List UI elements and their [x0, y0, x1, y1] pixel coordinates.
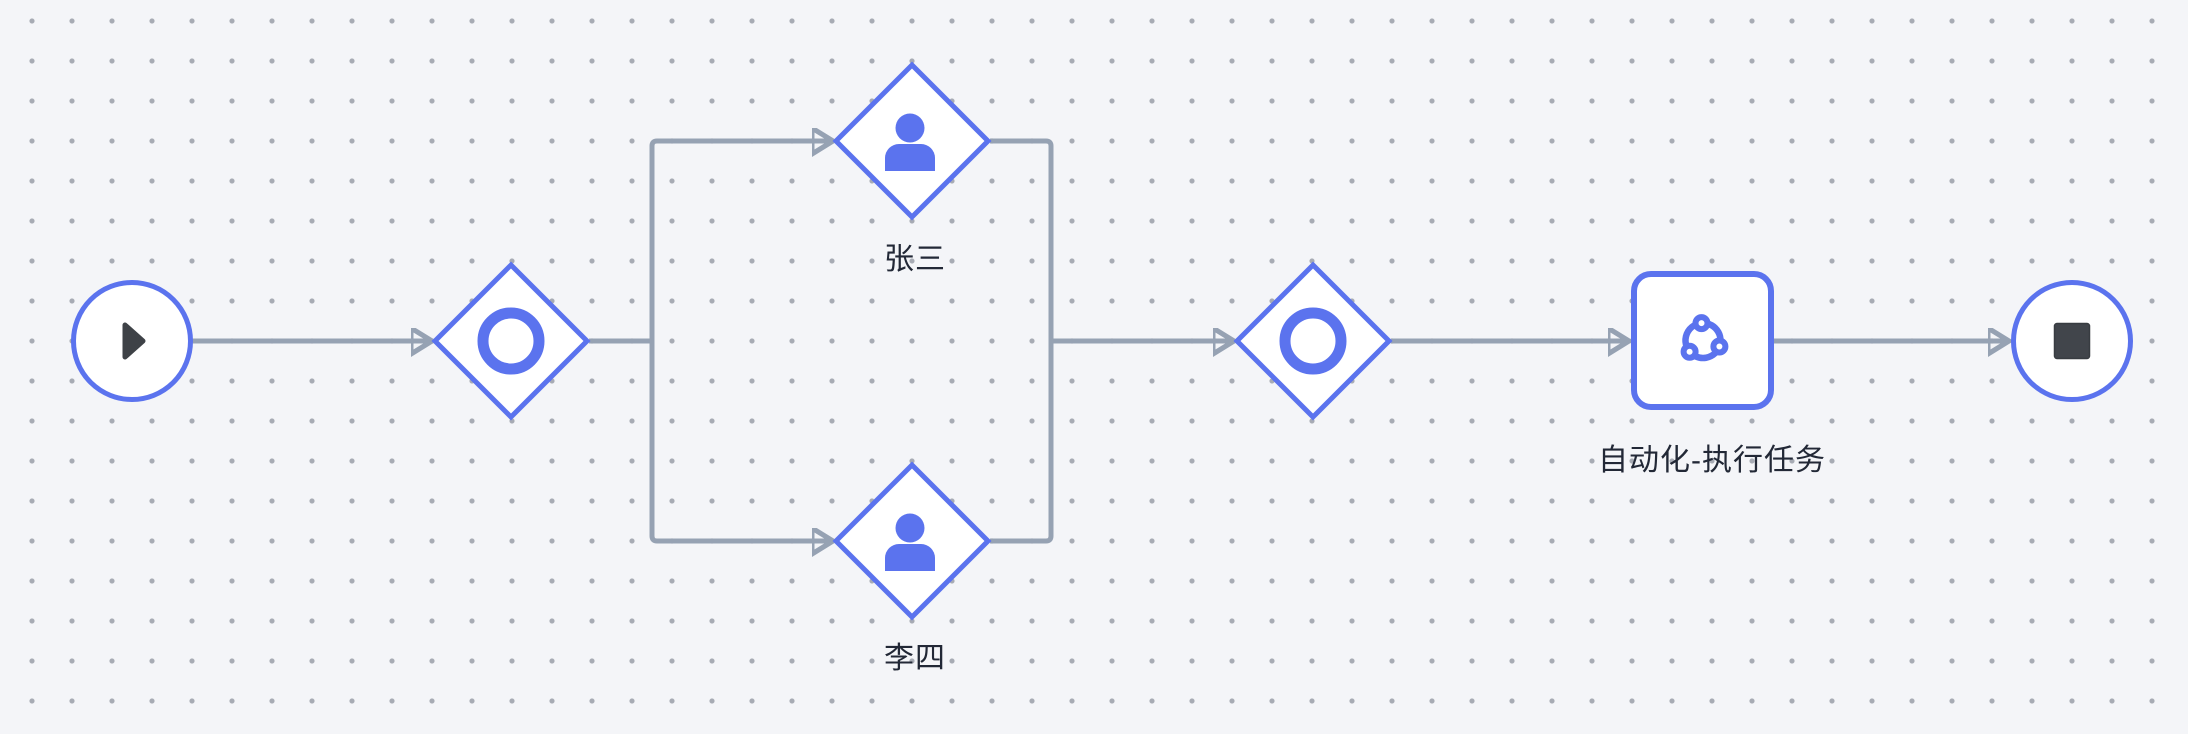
ring-icon [1279, 307, 1347, 375]
edge-gateway1-to-usertask2[interactable] [649, 341, 833, 541]
user-task-2-node[interactable] [832, 461, 992, 621]
automation-task-label: 自动化-执行任务 [1598, 444, 1826, 477]
gateway-diamond-shape [1233, 261, 1393, 421]
play-icon [122, 322, 146, 360]
person-icon [885, 113, 935, 171]
gateway-diamond-shape [431, 261, 591, 421]
user-task-diamond-shape [832, 461, 992, 621]
user-task-diamond-shape [832, 61, 992, 221]
ring-icon [477, 307, 545, 375]
edge-usertask1-to-merge[interactable] [990, 138, 1054, 341]
user-task-1-label: 张三 [884, 243, 946, 276]
start-event-node[interactable] [71, 280, 193, 402]
user-task-2-label: 李四 [884, 642, 946, 675]
edge-gateway1-to-usertask1[interactable] [649, 141, 833, 341]
user-task-1-node[interactable] [832, 61, 992, 221]
edge-usertask2-to-merge[interactable] [990, 341, 1054, 544]
inclusive-gateway-2-node[interactable] [1233, 261, 1393, 421]
inclusive-gateway-1-node[interactable] [431, 261, 591, 421]
automation-task-node[interactable] [1631, 271, 1774, 410]
stop-icon [2053, 322, 2091, 360]
end-event-node[interactable] [2011, 280, 2133, 402]
person-icon [885, 513, 935, 571]
automation-cycle-icon [1680, 314, 1728, 362]
